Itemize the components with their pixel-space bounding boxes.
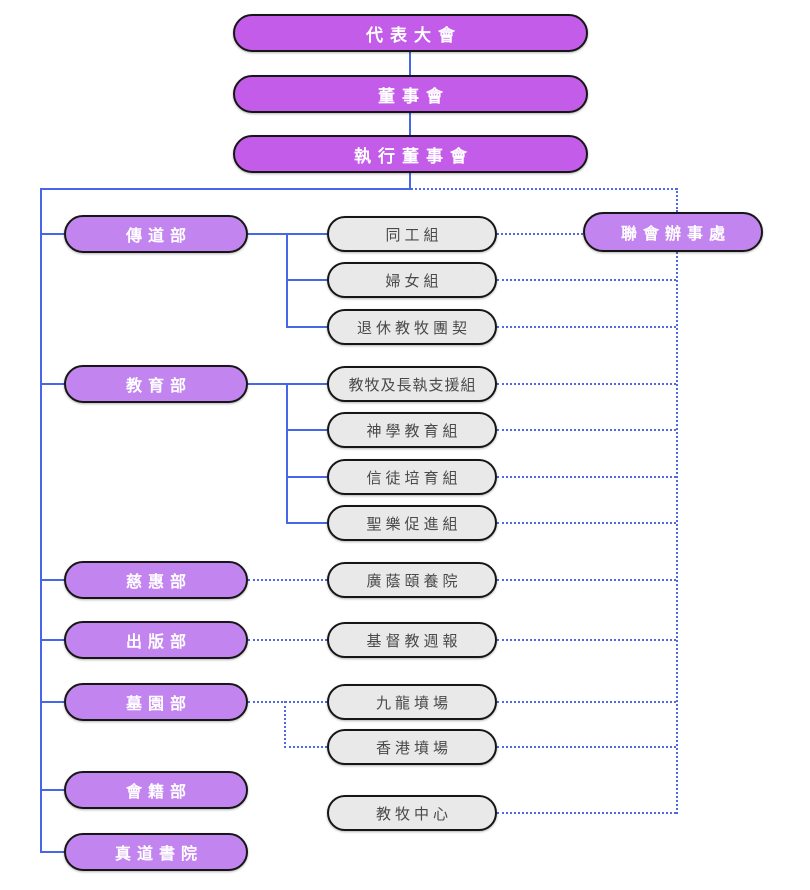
dotted-cemetery-v bbox=[284, 701, 286, 748]
node-theological-education-group: 神學教育組 bbox=[327, 412, 497, 448]
connector-education-branch-h2 bbox=[288, 429, 327, 431]
node-membership-dept: 會籍部 bbox=[64, 771, 248, 809]
node-pastoral-centre: 教牧中心 bbox=[327, 795, 497, 831]
node-retired-pastors-fellowship: 退休教牧團契 bbox=[327, 309, 497, 345]
dotted-right-hongkong bbox=[497, 746, 676, 748]
dotted-publication-to-weekly bbox=[248, 639, 327, 641]
dotted-right-coworkers bbox=[497, 233, 583, 235]
connector-left-trunk bbox=[40, 188, 42, 853]
node-sacred-music-promotion-group: 聖樂促進組 bbox=[327, 505, 497, 541]
connector-top-chain-2 bbox=[409, 113, 411, 135]
connector-main-horizontal bbox=[40, 188, 411, 190]
connector-education-branch-v bbox=[286, 383, 288, 524]
node-education-dept: 教育部 bbox=[64, 365, 248, 403]
node-union-office: 聯會辦事處 bbox=[583, 212, 763, 252]
node-board-of-directors: 董事會 bbox=[233, 75, 588, 113]
connector-stub-evangelism bbox=[42, 233, 64, 235]
connector-evangelism-branch-v bbox=[286, 233, 288, 328]
dotted-office-trunk bbox=[676, 252, 678, 814]
connector-stub-education bbox=[42, 383, 64, 385]
connector-stub-membership bbox=[42, 789, 64, 791]
connector-stub-publication bbox=[42, 639, 64, 641]
dotted-right-music bbox=[497, 522, 676, 524]
node-kowloon-cemetery: 九龍墳場 bbox=[327, 684, 497, 720]
connector-exec-drop bbox=[409, 173, 411, 189]
connector-education-branch-h3 bbox=[288, 476, 327, 478]
connector-top-chain-1 bbox=[409, 52, 411, 75]
node-believers-nurture-group: 信徒培育組 bbox=[327, 459, 497, 495]
dotted-office-drop-top bbox=[676, 188, 678, 212]
node-kwong-yum-care-home: 廣蔭頤養院 bbox=[327, 562, 497, 598]
node-logos-academy: 真道書院 bbox=[64, 833, 248, 871]
dotted-cemetery-h1 bbox=[248, 701, 327, 703]
node-coworkers-group: 同工組 bbox=[327, 216, 497, 252]
dotted-main-to-office bbox=[411, 188, 677, 190]
node-evangelism-dept: 傳道部 bbox=[64, 215, 248, 253]
dotted-right-retired bbox=[497, 326, 676, 328]
node-general-assembly: 代表大會 bbox=[233, 14, 588, 52]
dotted-right-pastoral-centre bbox=[497, 812, 676, 814]
dotted-right-theological bbox=[497, 429, 676, 431]
connector-stub-logos bbox=[42, 851, 64, 853]
dotted-right-believers bbox=[497, 476, 676, 478]
dotted-right-womens bbox=[497, 279, 676, 281]
node-executive-board: 執行董事會 bbox=[233, 135, 588, 173]
node-publication-dept: 出版部 bbox=[64, 621, 248, 659]
connector-evangelism-branch-h3 bbox=[288, 326, 327, 328]
node-charity-dept: 慈惠部 bbox=[64, 561, 248, 599]
dotted-right-support bbox=[497, 383, 676, 385]
node-cemetery-dept: 墓園部 bbox=[64, 683, 248, 721]
dotted-cemetery-h2 bbox=[284, 746, 327, 748]
node-christian-weekly: 基督教週報 bbox=[327, 622, 497, 658]
connector-education-branch-h4 bbox=[288, 522, 327, 524]
connector-evangelism-branch-h2 bbox=[288, 279, 327, 281]
dotted-right-weekly bbox=[497, 639, 676, 641]
connector-stub-cemetery bbox=[42, 701, 64, 703]
node-womens-group: 婦女組 bbox=[327, 262, 497, 298]
node-pastoral-elders-support-group: 教牧及長執支援組 bbox=[327, 366, 497, 402]
dotted-right-carehome bbox=[497, 579, 676, 581]
dotted-right-kowloon bbox=[497, 701, 676, 703]
connector-stub-charity bbox=[42, 579, 64, 581]
dotted-charity-to-home bbox=[248, 579, 327, 581]
node-hongkong-cemetery: 香港墳場 bbox=[327, 729, 497, 765]
